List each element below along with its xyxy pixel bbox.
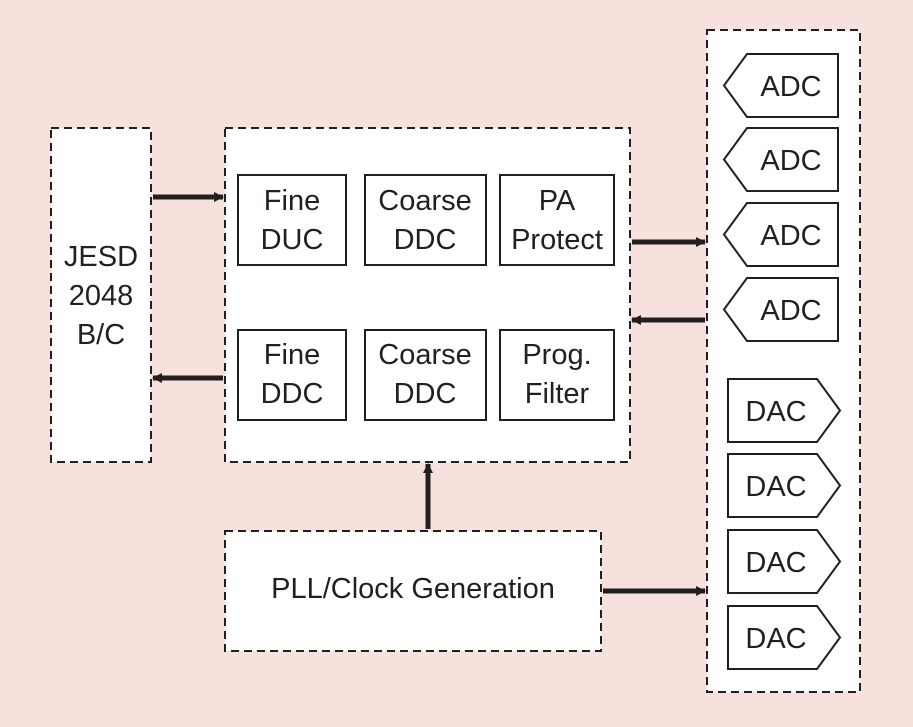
coarse-ddc-top-block: Coarse DDC (364, 174, 487, 266)
adc-3: ADC (722, 202, 839, 267)
coarse-ddc-top-line-1: Coarse (378, 185, 472, 217)
coarse-ddc-bottom-block: Coarse DDC (364, 329, 487, 421)
fine-duc-block: Fine DUC (237, 174, 347, 266)
converter-column: ADC ADC ADC ADC DAC DAC (706, 29, 861, 693)
pa-protect-line-1: PA (539, 185, 576, 217)
jesd-label-line-2: 2048 (69, 280, 134, 312)
connectors (152, 192, 706, 596)
fine-ddc-block: Fine DDC (237, 329, 347, 421)
fine-duc-line-1: Fine (264, 185, 320, 217)
coarse-ddc-top-line-2: DDC (394, 224, 457, 256)
fine-duc-line-2: DUC (261, 224, 324, 256)
pll-block: PLL/Clock Generation (224, 530, 602, 652)
adc-4-label: ADC (760, 295, 821, 327)
jesd-block: JESD 2048 B/C (50, 127, 152, 463)
jesd-label-line-1: JESD (64, 241, 138, 273)
adc-3-label: ADC (760, 220, 821, 252)
adc-2-label: ADC (760, 145, 821, 177)
pa-protect-line-2: Protect (511, 224, 603, 256)
dsp-block: Fine DUC Coarse DDC PA Protect Fine DDC (224, 127, 631, 463)
dac-3: DAC (727, 529, 842, 594)
fine-ddc-line-2: DDC (261, 378, 324, 410)
dac-4-label: DAC (745, 623, 806, 655)
coarse-ddc-bottom-line-1: Coarse (378, 339, 472, 371)
adc-4: ADC (722, 277, 839, 342)
coarse-ddc-bottom-line-2: DDC (394, 378, 457, 410)
prog-filter-line-1: Prog. (522, 339, 591, 371)
pll-label: PLL/Clock Generation (271, 573, 555, 605)
dac-2: DAC (727, 453, 842, 518)
jesd-label-line-3: B/C (77, 319, 125, 351)
pa-protect-block: PA Protect (499, 174, 615, 266)
dac-2-label: DAC (745, 471, 806, 503)
fine-ddc-line-1: Fine (264, 339, 320, 371)
dac-1: DAC (727, 378, 842, 443)
adc-1: ADC (722, 53, 839, 118)
dac-4: DAC (727, 605, 842, 670)
dac-1-label: DAC (745, 396, 806, 428)
prog-filter-line-2: Filter (525, 378, 590, 410)
dac-3-label: DAC (745, 547, 806, 579)
adc-2: ADC (722, 127, 839, 192)
prog-filter-block: Prog. Filter (499, 329, 615, 421)
adc-1-label: ADC (760, 71, 821, 103)
